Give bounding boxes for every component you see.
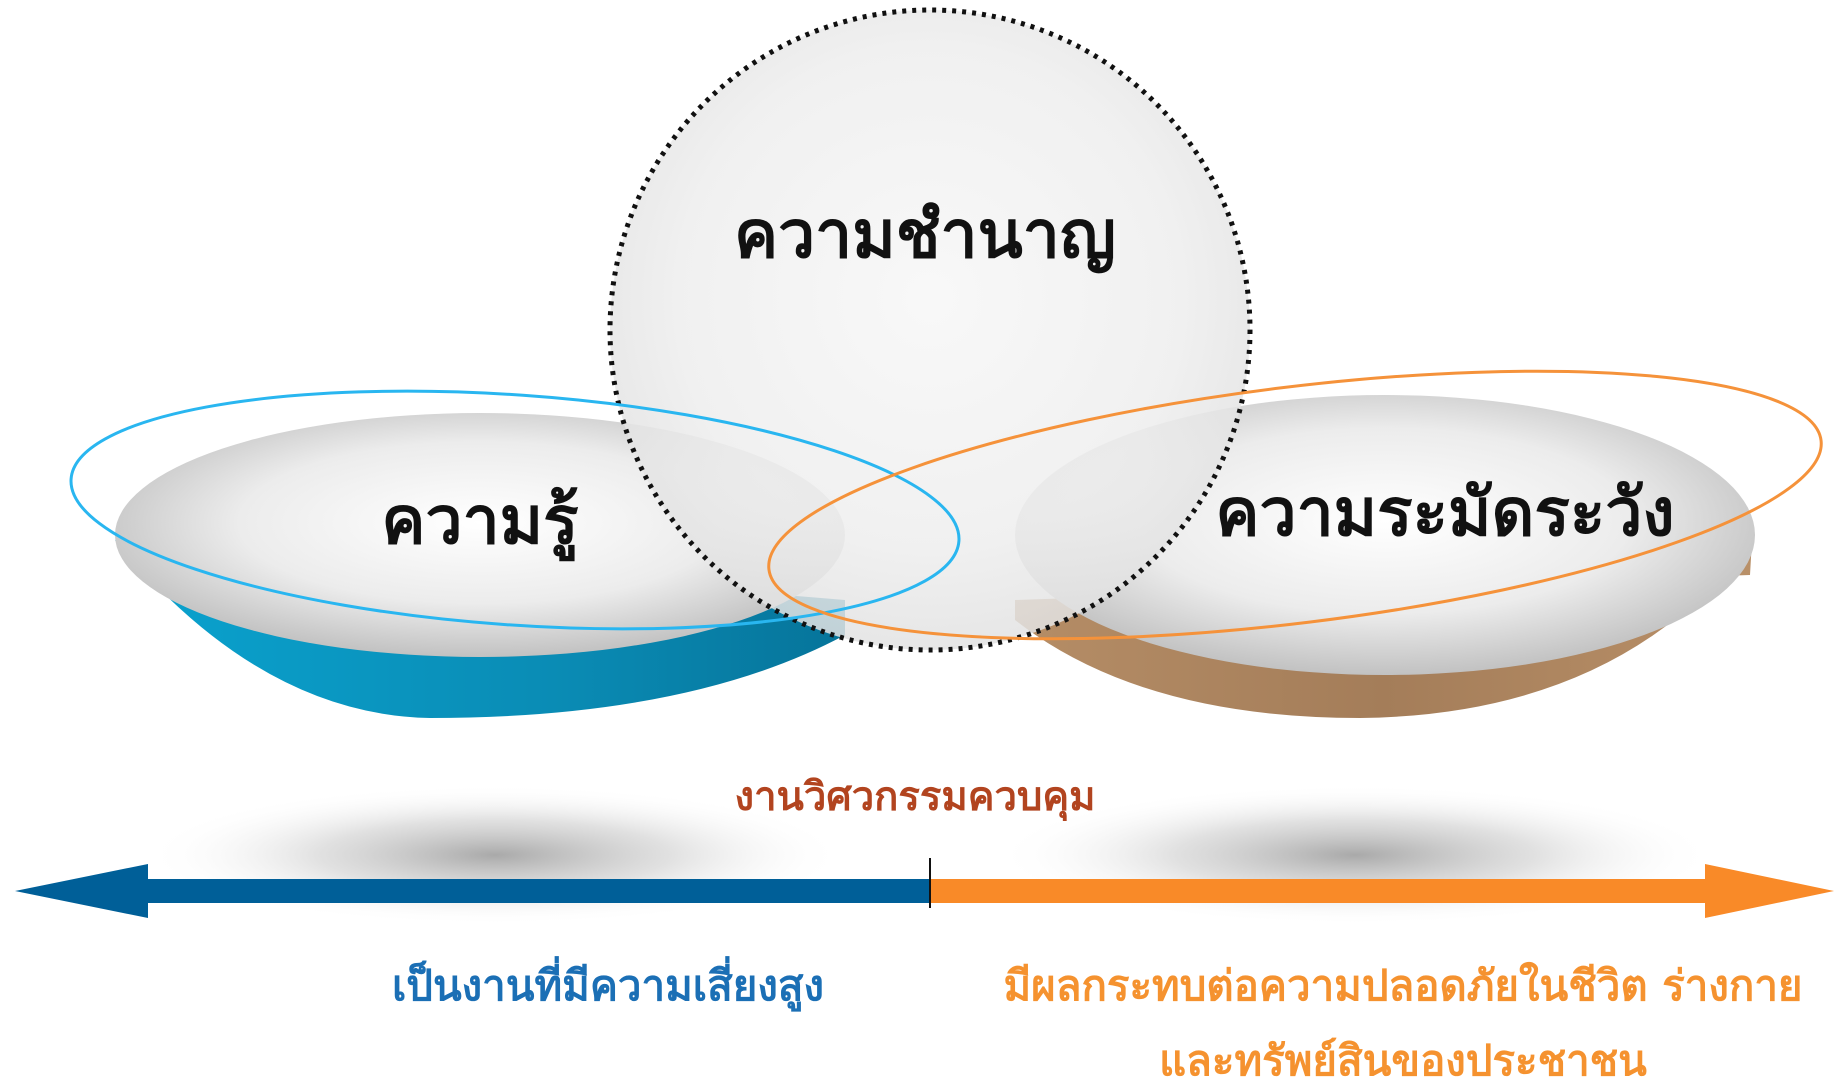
right-ring [767, 369, 1823, 641]
right-caption-line2: และทรัพย์สินของประชาชน [1159, 1036, 1647, 1085]
left-arrow-shaft [140, 879, 930, 903]
right-caption-line1: มีผลกระทบต่อความปลอดภัยในชีวิต ร่างกาย [1003, 961, 1802, 1010]
right-arrow-head [1705, 864, 1834, 918]
left-arrow-head [15, 864, 148, 918]
risk-axis-arrow [15, 858, 1834, 918]
left-ring [69, 389, 961, 631]
carefulness-label: ความระมัดระวัง [1215, 474, 1674, 551]
right-shadow [995, 785, 1715, 925]
knowledge-label: ความรู้ [381, 482, 578, 562]
expertise-label: ความชำนาญ [734, 196, 1116, 273]
expertise-circle [607, 7, 1253, 653]
axis-title: งานวิศวกรรมควบคุม [735, 774, 1096, 822]
left-caption: เป็นงานที่มีความเสี่ยงสูง [392, 956, 824, 1012]
right-arrow-shaft [930, 879, 1713, 903]
